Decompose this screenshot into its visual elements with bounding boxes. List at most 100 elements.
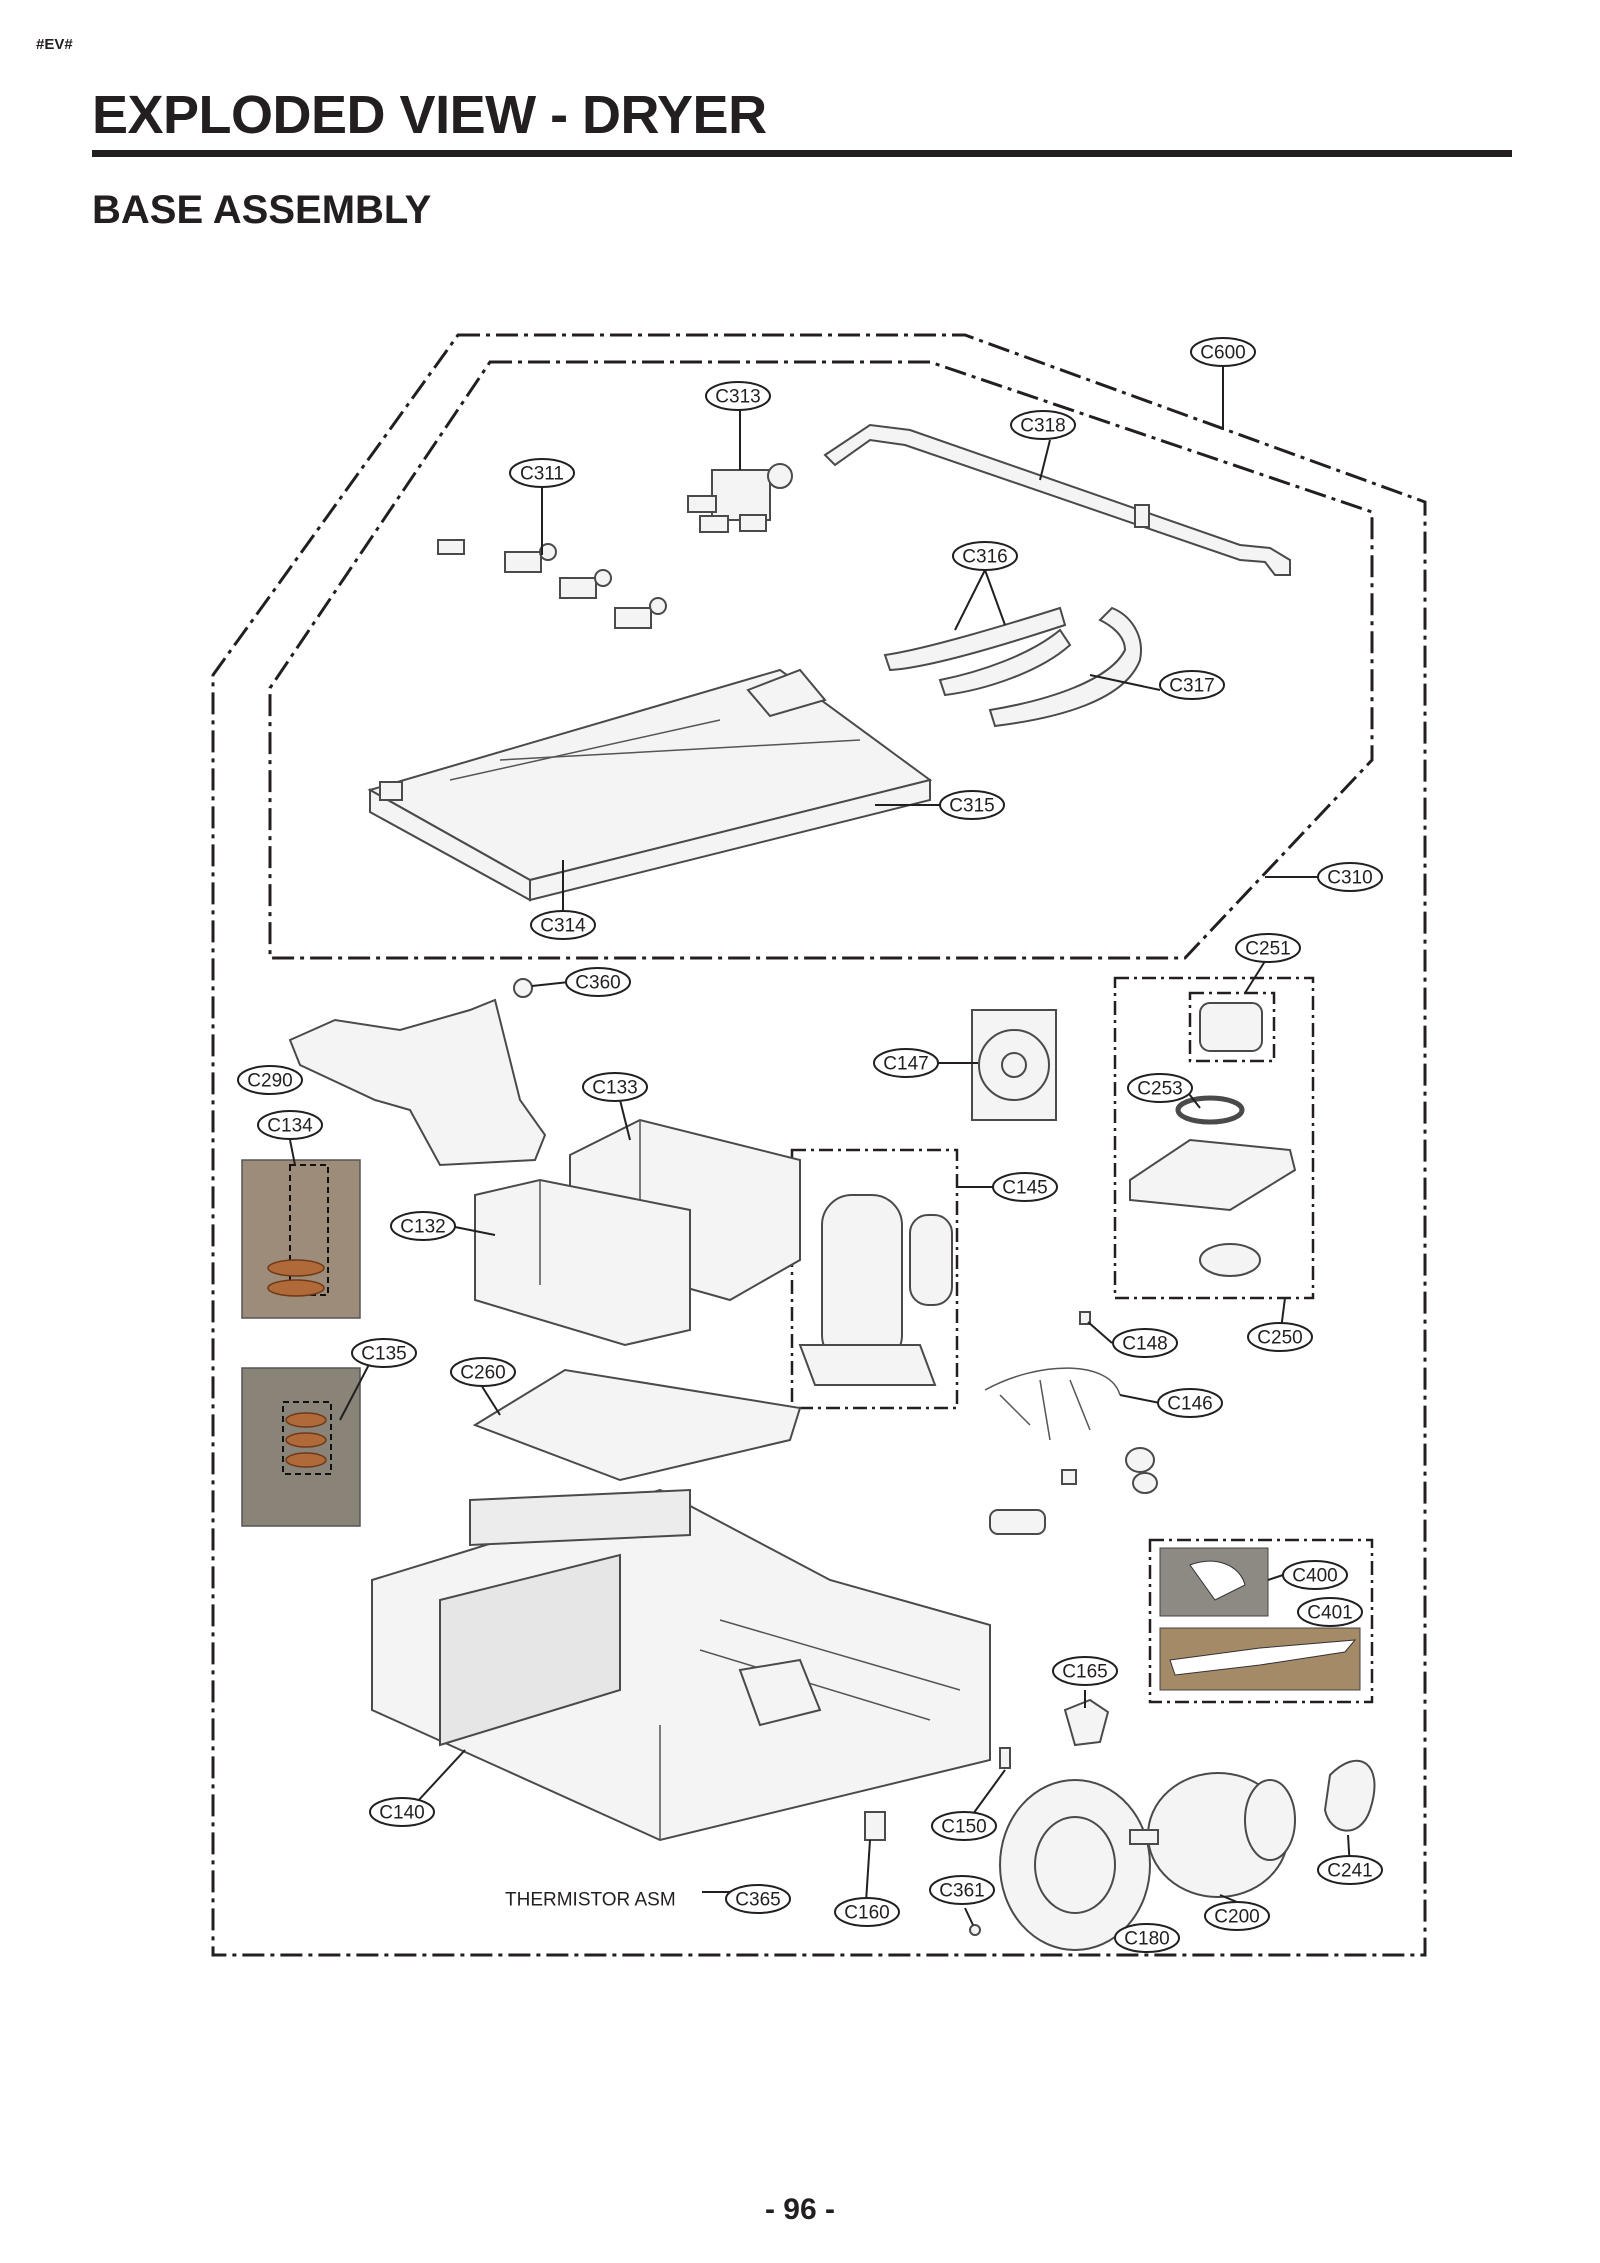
svg-text:C260: C260 bbox=[460, 1363, 505, 1384]
part-c132-condenser bbox=[474, 1178, 691, 1347]
svg-text:C360: C360 bbox=[575, 973, 620, 994]
part-c318-pipe bbox=[823, 423, 1291, 576]
callout-c315: C315 bbox=[939, 790, 1005, 820]
part-misc-fittings bbox=[989, 1447, 1158, 1535]
svg-text:C145: C145 bbox=[1002, 1178, 1047, 1199]
outer-assembly-frame bbox=[211, 333, 1427, 1957]
callout-c360: C360 bbox=[565, 967, 631, 997]
callout-c134: C134 bbox=[257, 1110, 323, 1140]
part-c251-pump bbox=[1199, 1002, 1263, 1052]
part-c318-clip bbox=[1134, 504, 1150, 528]
svg-text:C361: C361 bbox=[939, 1881, 984, 1902]
callout-c314: C314 bbox=[530, 910, 596, 940]
svg-text:C316: C316 bbox=[962, 547, 1007, 568]
svg-text:C400: C400 bbox=[1292, 1566, 1337, 1587]
callout-c318: C318 bbox=[1010, 410, 1076, 440]
svg-text:C132: C132 bbox=[400, 1217, 445, 1238]
callout-c135: C135 bbox=[351, 1338, 417, 1368]
callout-c146: C146 bbox=[1157, 1388, 1223, 1418]
svg-text:C140: C140 bbox=[379, 1803, 424, 1824]
callout-c361: C361 bbox=[929, 1875, 995, 1905]
part-c165-bracket bbox=[1063, 1698, 1110, 1747]
part-c361-screw bbox=[969, 1924, 981, 1936]
callout-c316: C316 bbox=[952, 541, 1018, 571]
callout-c241: C241 bbox=[1317, 1855, 1383, 1885]
page-number: - 96 - bbox=[764, 2193, 836, 2226]
callout-c600: C600 bbox=[1190, 337, 1256, 367]
part-c311-valves bbox=[437, 539, 667, 629]
callout-c165: C165 bbox=[1052, 1656, 1118, 1686]
svg-text:C160: C160 bbox=[844, 1903, 889, 1924]
svg-text:C401: C401 bbox=[1307, 1603, 1352, 1624]
svg-text:C318: C318 bbox=[1020, 416, 1065, 437]
svg-text:C251: C251 bbox=[1245, 939, 1290, 960]
part-c260-plate bbox=[472, 1368, 802, 1482]
callout-c260: C260 bbox=[450, 1357, 516, 1387]
svg-text:C165: C165 bbox=[1062, 1662, 1107, 1683]
svg-text:C315: C315 bbox=[949, 796, 994, 817]
part-c140-base bbox=[371, 1488, 991, 1842]
callout-c365: C365 bbox=[725, 1884, 791, 1914]
part-c253-gasket bbox=[1175, 1095, 1245, 1125]
callout-c180: C180 bbox=[1114, 1923, 1180, 1953]
upper-assembly-frame bbox=[268, 360, 1374, 960]
part-c150-clip bbox=[999, 1747, 1011, 1769]
svg-text:C200: C200 bbox=[1214, 1907, 1259, 1928]
page-title: EXPLODED VIEW - DRYER bbox=[92, 85, 767, 145]
title-rule bbox=[92, 150, 1512, 157]
part-c250-pump-housing bbox=[1129, 1138, 1297, 1277]
part-c135-photo bbox=[241, 1367, 361, 1527]
callout-c253: C253 bbox=[1127, 1073, 1193, 1103]
part-c316-hoses bbox=[883, 606, 1072, 697]
svg-text:C147: C147 bbox=[883, 1054, 928, 1075]
callout-c160: C160 bbox=[834, 1897, 900, 1927]
svg-text:C317: C317 bbox=[1169, 676, 1214, 697]
svg-text:C365: C365 bbox=[735, 1890, 780, 1911]
callout-c317: C317 bbox=[1159, 670, 1225, 700]
callout-c311: C311 bbox=[509, 458, 575, 488]
document-tag: #EV# bbox=[36, 36, 73, 53]
part-c147-fan bbox=[971, 1009, 1057, 1121]
part-c241-seal bbox=[1323, 1759, 1376, 1832]
part-c134-photo bbox=[241, 1159, 361, 1319]
svg-text:C314: C314 bbox=[540, 916, 586, 937]
callout-c290: C290 bbox=[237, 1065, 303, 1095]
svg-text:C148: C148 bbox=[1122, 1334, 1167, 1355]
part-c160-clamp bbox=[864, 1811, 886, 1841]
svg-text:C311: C311 bbox=[520, 464, 564, 485]
callout-c145: C145 bbox=[992, 1172, 1058, 1202]
callout-c400: C400 bbox=[1282, 1560, 1348, 1590]
part-c290-duct bbox=[288, 998, 547, 1167]
svg-text:C180: C180 bbox=[1124, 1929, 1169, 1950]
thermistor-asm-label: THERMISTOR ASM bbox=[505, 1890, 676, 1911]
svg-text:C290: C290 bbox=[247, 1071, 292, 1092]
callout-c310: C310 bbox=[1317, 862, 1383, 892]
svg-text:C313: C313 bbox=[715, 387, 760, 408]
svg-text:C253: C253 bbox=[1137, 1079, 1182, 1100]
callout-c148: C148 bbox=[1112, 1328, 1178, 1358]
callout-c133: C133 bbox=[582, 1072, 648, 1102]
svg-text:C241: C241 bbox=[1327, 1861, 1372, 1882]
part-c400-photo bbox=[1159, 1547, 1269, 1617]
callout-c313: C313 bbox=[705, 381, 771, 411]
svg-text:C150: C150 bbox=[941, 1817, 986, 1838]
svg-text:C146: C146 bbox=[1167, 1394, 1212, 1415]
section-title: BASE ASSEMBLY bbox=[92, 188, 432, 232]
part-c315-tray bbox=[367, 668, 933, 902]
callout-c150: C150 bbox=[931, 1811, 997, 1841]
part-c180-blower-wheel bbox=[999, 1779, 1151, 1951]
part-c148-clip bbox=[1079, 1311, 1091, 1325]
callout-c251: C251 bbox=[1235, 933, 1301, 963]
part-c200-blower-housing bbox=[1129, 1772, 1296, 1898]
c145-group-box bbox=[790, 1148, 959, 1410]
c251-detail-box bbox=[1188, 991, 1276, 1063]
part-c401-photo bbox=[1159, 1627, 1361, 1691]
svg-text:C600: C600 bbox=[1200, 343, 1245, 364]
callout-c140: C140 bbox=[369, 1797, 435, 1827]
svg-text:C310: C310 bbox=[1327, 868, 1372, 889]
callout-c401: C401 bbox=[1297, 1597, 1363, 1627]
c400-group-box bbox=[1148, 1538, 1374, 1704]
c250-group-box bbox=[1113, 976, 1315, 1300]
part-c146-harness bbox=[984, 1367, 1121, 1441]
svg-text:C250: C250 bbox=[1257, 1328, 1302, 1349]
